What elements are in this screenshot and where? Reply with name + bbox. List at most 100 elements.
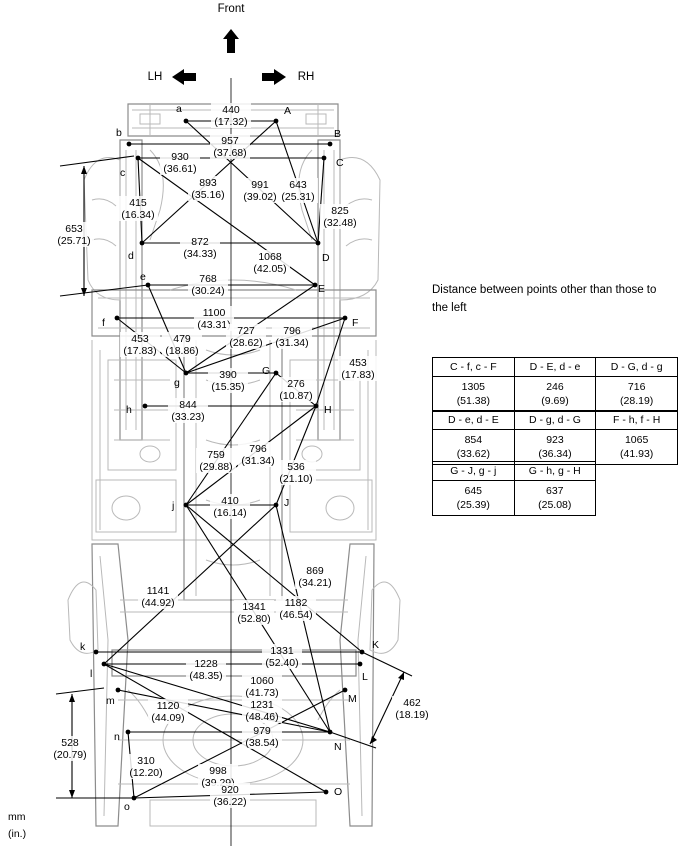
point-label-m: m — [106, 695, 115, 707]
point-H — [313, 403, 319, 409]
dimension-mm: 440 — [222, 104, 240, 116]
point-label-A: A — [284, 105, 291, 117]
point-label-F: F — [352, 317, 358, 329]
point-label-M: M — [348, 693, 357, 705]
dimension-in: (17.32) — [214, 116, 247, 128]
dimension-label-c-C: 930(36.61) — [160, 150, 200, 175]
point-L — [357, 661, 363, 667]
dimension-label-l-L: 1228(48.35) — [186, 657, 226, 682]
point-label-G: G — [262, 365, 270, 377]
dimension-mm: 893 — [199, 177, 217, 189]
dimension-label-K-N: 462(18.19) — [392, 696, 432, 721]
point-N — [327, 729, 333, 735]
dimension-mm: 1182 — [285, 597, 308, 609]
dimension-in: (52.40) — [265, 657, 298, 669]
dimension-mm: 991 — [251, 179, 269, 191]
point-j — [183, 502, 189, 508]
point-K — [359, 649, 365, 655]
spec-value: 637(25.08) — [513, 480, 596, 516]
point-G — [273, 370, 279, 376]
dimension-mm: 453 — [131, 333, 149, 345]
dimension-in: (28.62) — [229, 337, 262, 349]
spec-header: G - h, g - H — [513, 461, 596, 481]
dimension-mm: 998 — [209, 765, 227, 777]
dimension-mm: 1341 — [242, 601, 266, 613]
dimension-in: (18.19) — [395, 709, 428, 721]
point-label-B: B — [334, 128, 341, 140]
dimension-in: (35.16) — [191, 189, 224, 201]
point-f — [114, 315, 120, 321]
dimension-label-n-o: 310(12.20) — [126, 754, 166, 779]
point-M — [342, 687, 348, 693]
point-k — [93, 649, 99, 655]
dimension-mm: 1068 — [258, 251, 282, 263]
dimension-in: (31.34) — [241, 455, 274, 467]
dimension-in: (31.34) — [275, 337, 308, 349]
front-arrow-icon — [223, 29, 239, 53]
dimension-mm: 872 — [191, 236, 209, 248]
spec-table-row-3: G - J, g - j G - h, g - H 645(25.39) 637… — [432, 461, 596, 516]
dimension-label-F-g: 796(31.34) — [272, 324, 312, 349]
dimension-mm: 643 — [289, 179, 307, 191]
dimension-label-j-N: 1341(52.80) — [234, 600, 274, 625]
front-label: Front — [218, 3, 246, 15]
dimension-in: (16.34) — [121, 209, 154, 221]
spec-header: D - E, d - e — [513, 357, 597, 377]
point-label-l: l — [90, 668, 92, 680]
point-label-L: L — [362, 671, 368, 683]
dimension-label-b-B: 957(37.68) — [210, 134, 250, 159]
dimension-in: (15.35) — [211, 381, 244, 393]
point-o — [131, 795, 137, 801]
dimension-label-j-K: 1141(44.92) — [138, 584, 178, 609]
point-label-h: h — [126, 404, 132, 416]
dimension-mm: 1231 — [250, 699, 274, 711]
point-B — [327, 141, 333, 147]
dimension-mm: 310 — [137, 755, 155, 767]
dimension-mm: 1100 — [203, 307, 226, 319]
dimension-mm: 415 — [129, 197, 147, 209]
dimension-in: (12.20) — [129, 767, 162, 779]
point-label-H: H — [324, 404, 332, 416]
spec-value: 645(25.39) — [432, 480, 515, 516]
dimension-label-a-A: 440(17.32) — [211, 103, 251, 128]
point-label-e: e — [140, 271, 146, 283]
dimension-label-G-H: 276(10.87) — [276, 377, 316, 402]
point-labels: a A b B c C d D e E f F g G h H j J k K … — [80, 103, 379, 813]
rh-label: RH — [298, 71, 315, 83]
dimension-in: (18.86) — [165, 345, 198, 357]
units-mm: mm — [8, 811, 26, 823]
dimension-in: (21.10) — [279, 473, 312, 485]
dimension-label-G-j: 759(29.88) — [196, 448, 236, 473]
dimension-in: (32.48) — [323, 217, 356, 229]
dimension-label-c-d-vertical: 653(25.71) — [54, 222, 94, 247]
point-d — [139, 240, 145, 246]
dimension-label-J-N: 869(34.21) — [295, 564, 335, 589]
dimension-labels: 440(17.32) 957(37.68) 930(36.61) 893(35.16)… — [50, 103, 432, 808]
dimension-label-g-G: 390(15.35) — [208, 368, 248, 393]
rh-arrow-icon — [262, 69, 286, 85]
dimension-label-k-K: 1331(52.40) — [262, 644, 302, 669]
dimension-mm: 825 — [331, 205, 349, 217]
point-label-O: O — [334, 786, 342, 798]
dimension-label-C-D: 825(32.48) — [320, 204, 360, 229]
dimension-label-a-D: 991(39.02) — [240, 178, 280, 203]
spec-header: C - f, c - F — [432, 357, 515, 377]
dimension-in: (16.14) — [213, 507, 246, 519]
dimension-in: (46.54) — [279, 609, 312, 621]
dimension-label-l-O: 1231(48.46) — [242, 698, 282, 723]
spec-value: 923(36.34) — [513, 429, 597, 465]
dimension-label-J-l: 1182(46.54) — [276, 596, 316, 621]
spec-header: D - G, d - g — [595, 357, 678, 377]
dimension-mm: 479 — [173, 333, 191, 345]
dimension-label-o-O: 920(36.22) — [210, 783, 250, 808]
dimension-in: (39.02) — [243, 191, 276, 203]
spec-value: 246(9.69) — [513, 376, 597, 412]
point-a — [183, 118, 189, 124]
dimension-in: (52.80) — [237, 613, 270, 625]
dimension-mm: 276 — [287, 378, 305, 390]
dimension-mm: 1331 — [270, 645, 294, 657]
point-e — [145, 282, 151, 288]
dimension-in: (30.24) — [191, 285, 224, 297]
point-label-a: a — [176, 103, 182, 115]
